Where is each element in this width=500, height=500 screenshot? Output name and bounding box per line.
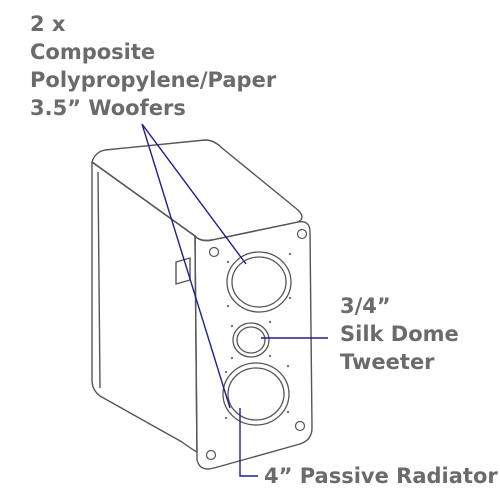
lower-woofer-inner [227,367,285,421]
tweeter-label: 3/4” Silk Dome Tweeter [340,292,459,376]
tweeter [232,322,270,358]
tweeter-inner [236,326,266,354]
radiator-label: 4” Passive Radiator [264,462,498,490]
leader-woofer-upper [141,123,247,265]
radiator-label-line1: 4” Passive Radiator [264,464,498,488]
woofer-label: 2 x Composite Polypropylene/Paper 3.5” W… [30,10,276,122]
tweeter-label-line1: 3/4” [340,294,391,318]
screw-top-right [296,228,308,240]
upper-woofer-inner [231,256,287,308]
screw-bottom-right [294,420,306,432]
leader-woofer-lower [141,123,231,409]
leader-radiator [239,408,258,477]
woofer-label-line3: Polypropylene/Paper [30,68,277,92]
upper-woofer [226,251,292,313]
cabinet-front-face [194,221,313,470]
cabinet-side-edge [97,171,101,389]
lower-woofer [222,362,290,426]
screw-bottom-left [205,449,217,461]
woofer-label-line1: 2 x [30,12,66,36]
woofer-label-line4: 3.5” Woofers [30,96,186,120]
tweeter-label-line3: Tweeter [340,350,435,374]
cabinet-top-face [91,139,303,242]
woofer-label-line2: Composite [30,40,156,64]
cabinet-side-face [91,161,198,453]
tweeter-label-line2: Silk Dome [340,322,459,346]
screw-top-left [208,246,220,258]
